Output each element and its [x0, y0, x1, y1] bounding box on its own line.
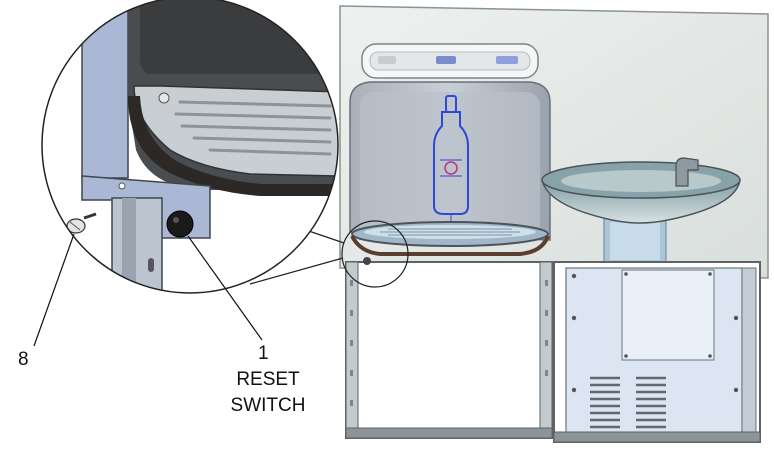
reset-switch-button [166, 210, 194, 238]
cabinet-screws [571, 272, 739, 393]
water-station-unit [339, 5, 769, 443]
callout-leaders [33, 233, 263, 347]
zoom-detail [41, 0, 339, 294]
callout-number-8: 8 [18, 349, 29, 370]
bottle-icon [433, 95, 469, 215]
panel-button-middle [436, 56, 456, 64]
left-cabinet [345, 257, 553, 439]
chiller-cabinet [553, 261, 761, 443]
leader-8 [33, 233, 75, 347]
fountain-basin [541, 157, 741, 265]
panel-button-right [496, 56, 518, 64]
vent-louvers [590, 376, 666, 429]
callout-number-1: 1 [258, 343, 269, 364]
control-panel [361, 43, 539, 79]
reset-switch-label-line1: RESET [236, 369, 300, 390]
detail-marker-circle [341, 220, 409, 288]
panel-button-left [378, 56, 396, 64]
bottle-filler [349, 81, 551, 256]
fastener-screw [66, 212, 97, 234]
leader-1 [187, 235, 263, 341]
reset-switch-label-line2: SWITCH [230, 395, 306, 416]
